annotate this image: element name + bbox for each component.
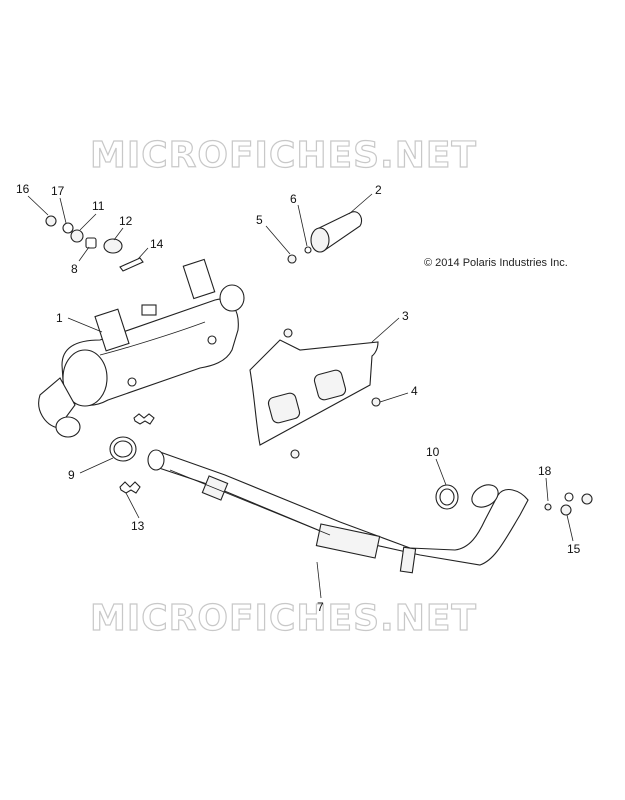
grommet-12 bbox=[103, 238, 123, 254]
spacer-8 bbox=[85, 237, 97, 249]
bolt-4 bbox=[371, 397, 381, 407]
callout-2: 2 bbox=[375, 183, 382, 197]
washer-11 bbox=[70, 229, 84, 243]
heat-shield-part bbox=[249, 328, 381, 459]
callout-9: 9 bbox=[68, 468, 75, 482]
gasket-and-nuts bbox=[435, 484, 593, 516]
bolt-14 bbox=[119, 257, 144, 272]
callout-14: 14 bbox=[150, 237, 164, 251]
callout-16: 16 bbox=[16, 182, 30, 196]
callout-13: 13 bbox=[131, 519, 145, 533]
washer-17 bbox=[62, 222, 74, 234]
screw-5 bbox=[287, 254, 297, 264]
bolt-head-16 bbox=[45, 215, 57, 227]
callout-17: 17 bbox=[51, 184, 65, 198]
leader-lines bbox=[27, 193, 574, 599]
callout-5: 5 bbox=[256, 213, 263, 227]
callout-12: 12 bbox=[119, 214, 133, 228]
watermark-bottom: MICROFICHES.NET bbox=[90, 598, 477, 639]
callout-7: 7 bbox=[317, 600, 324, 614]
callout-11: 11 bbox=[92, 199, 105, 213]
spring-lower bbox=[119, 481, 141, 494]
muffler-part bbox=[38, 258, 245, 438]
callout-labels: 1 2 3 4 5 6 7 8 9 10 11 12 13 14 15 16 1… bbox=[16, 182, 581, 614]
callout-15: 15 bbox=[567, 542, 581, 556]
copyright-text: © 2014 Polaris Industries Inc. bbox=[424, 257, 568, 269]
watermark-top: MICROFICHES.NET bbox=[90, 135, 477, 176]
callout-3: 3 bbox=[402, 309, 409, 323]
callout-18: 18 bbox=[538, 464, 552, 478]
callout-8: 8 bbox=[71, 262, 78, 276]
tailpipe-tip-part bbox=[287, 211, 363, 264]
nut-15 bbox=[560, 504, 572, 516]
mount-hardware-group bbox=[45, 215, 144, 272]
head-pipe-part bbox=[147, 449, 529, 574]
springs-and-seal bbox=[109, 413, 155, 494]
nut-6 bbox=[304, 246, 312, 254]
callout-6: 6 bbox=[290, 192, 297, 206]
spring-upper bbox=[133, 413, 155, 425]
washer-18 bbox=[544, 503, 552, 511]
callout-1: 1 bbox=[56, 311, 63, 325]
callout-4: 4 bbox=[411, 384, 418, 398]
callout-10: 10 bbox=[426, 445, 440, 459]
